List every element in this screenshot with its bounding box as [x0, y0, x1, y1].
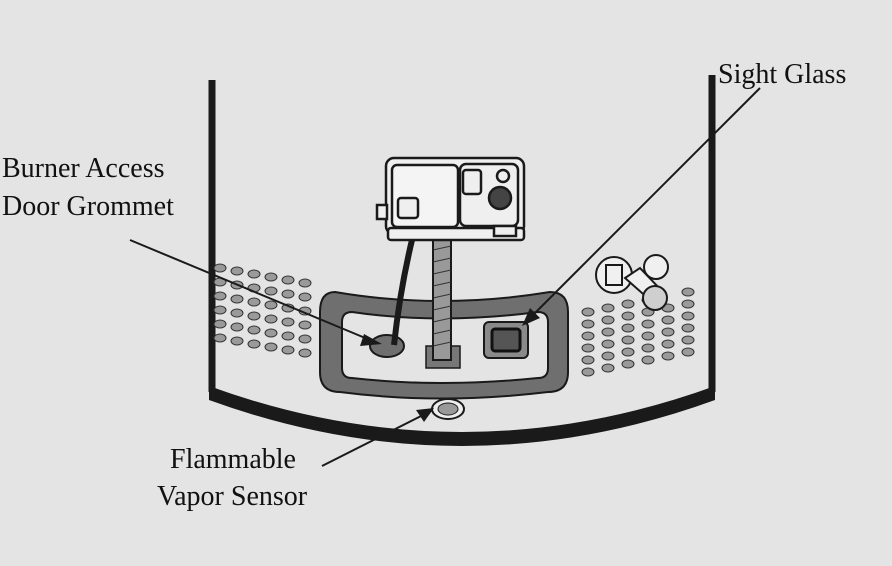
perforation-dot	[264, 286, 278, 296]
perforation-dot	[681, 299, 695, 309]
perforation-dot	[621, 311, 635, 321]
perforation-dot	[264, 300, 278, 310]
perforation-dot	[581, 355, 595, 365]
perforation-dot	[230, 308, 244, 318]
perforation-dot	[641, 331, 655, 341]
perforation-dot	[601, 315, 615, 325]
flammable-vapor-sensor	[431, 398, 465, 420]
perforation-dot	[264, 328, 278, 338]
perforation-dot	[601, 351, 615, 361]
perforation-dot	[298, 320, 312, 330]
gas-control-valve	[375, 156, 526, 242]
perforation-dot	[601, 363, 615, 373]
perforation-dot	[641, 319, 655, 329]
perforation-dot	[298, 292, 312, 302]
sight-glass-leader	[529, 87, 761, 319]
perforation-dot	[281, 275, 295, 285]
grommet-label-line1: Burner Access	[2, 153, 165, 184]
perforation-dot	[621, 359, 635, 369]
perforation-dot	[213, 263, 227, 273]
tank-bottom	[209, 386, 715, 446]
perforation-dot	[298, 348, 312, 358]
thermocouple-wire	[391, 239, 415, 346]
perforation-dot	[661, 315, 675, 325]
perforation-dot	[681, 347, 695, 357]
perforation-dot	[681, 311, 695, 321]
perforation-dot	[281, 317, 295, 327]
perforation-dot	[581, 307, 595, 317]
perforation-dot	[621, 299, 635, 309]
perforation-dot	[247, 311, 261, 321]
grommet	[369, 334, 405, 358]
perforation-dot	[230, 266, 244, 276]
perforation-dot	[230, 294, 244, 304]
perforation-dot	[213, 291, 227, 301]
perforation-dot	[621, 323, 635, 333]
perforation-dot	[641, 355, 655, 365]
perforation-dot	[581, 319, 595, 329]
perforation-dot	[641, 343, 655, 353]
perforation-dot	[247, 269, 261, 279]
perforation-dot	[298, 334, 312, 344]
perforation-dot	[581, 331, 595, 341]
perforation-dot	[281, 345, 295, 355]
perforation-dot	[581, 343, 595, 353]
perforation-dot	[213, 305, 227, 315]
perforation-dot	[681, 287, 695, 297]
perforation-dot	[247, 339, 261, 349]
perforation-dot	[264, 272, 278, 282]
perforation-dot	[230, 336, 244, 346]
perforation-dot	[581, 367, 595, 377]
perforation-dot	[661, 339, 675, 349]
perforation-dot	[661, 351, 675, 361]
grommet-leader	[129, 239, 371, 341]
sight-glass-label: Sight Glass	[718, 59, 847, 90]
perforation-dot	[681, 335, 695, 345]
perforation-dot	[264, 342, 278, 352]
perforation-dots	[213, 263, 695, 377]
drain-valve	[595, 254, 669, 311]
perforation-dot	[264, 314, 278, 324]
perforation-dot	[281, 331, 295, 341]
perforation-dot	[621, 347, 635, 357]
perforation-dot	[247, 297, 261, 307]
perforation-dot	[601, 303, 615, 313]
perforation-dot	[230, 322, 244, 332]
perforation-dot	[601, 327, 615, 337]
perforation-dot	[298, 278, 312, 288]
perforation-dot	[247, 325, 261, 335]
perforation-dot	[281, 289, 295, 299]
grommet-label-line2: Door Grommet	[2, 191, 174, 222]
sensor-label-line1: Flammable	[170, 444, 296, 475]
perforation-dot	[681, 323, 695, 333]
perforation-dot	[213, 319, 227, 329]
sensor-leader	[321, 413, 426, 467]
perforation-dot	[661, 327, 675, 337]
sensor-label-line2: Vapor Sensor	[157, 481, 308, 512]
perforation-dot	[621, 335, 635, 345]
perforation-dot	[213, 333, 227, 343]
perforation-dot	[601, 339, 615, 349]
gas-pipe	[432, 237, 452, 361]
